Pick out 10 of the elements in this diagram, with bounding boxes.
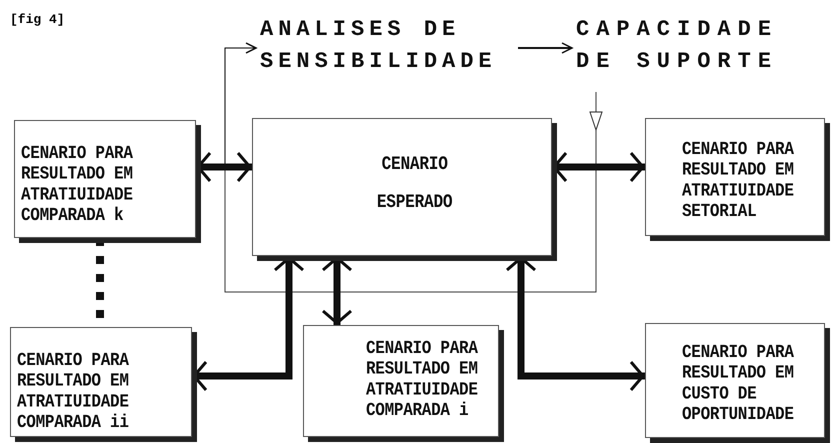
- box-text: CENARIO PARA RESULTADO EM CUSTO DE OPORTUNIDADE: [682, 342, 795, 425]
- box-text: CENARIO ESPERADO: [376, 152, 454, 215]
- heading-text: CAPACIDADE DE SUPORTE: [576, 16, 780, 76]
- arrow: [518, 42, 573, 54]
- box-text: CENARIO PARA RESULTADO EM ATRATIUIDADE COMPARADA k: [21, 143, 134, 226]
- figure-label: [fig 4]: [10, 12, 65, 27]
- heading-text: ANALISES DE SENSIBILIDADE: [260, 16, 498, 76]
- box-text: CENARIO PARA RESULTADO EM ATRATIUIDADE COMPARADA ii: [17, 350, 130, 433]
- box-text: CENARIO PARA RESULTADO EM ATRATIUIDADE COMPARADA i: [366, 338, 479, 421]
- box-text: CENARIO PARA RESULTADO EM ATRATIUIDADE SETORIAL: [682, 139, 795, 222]
